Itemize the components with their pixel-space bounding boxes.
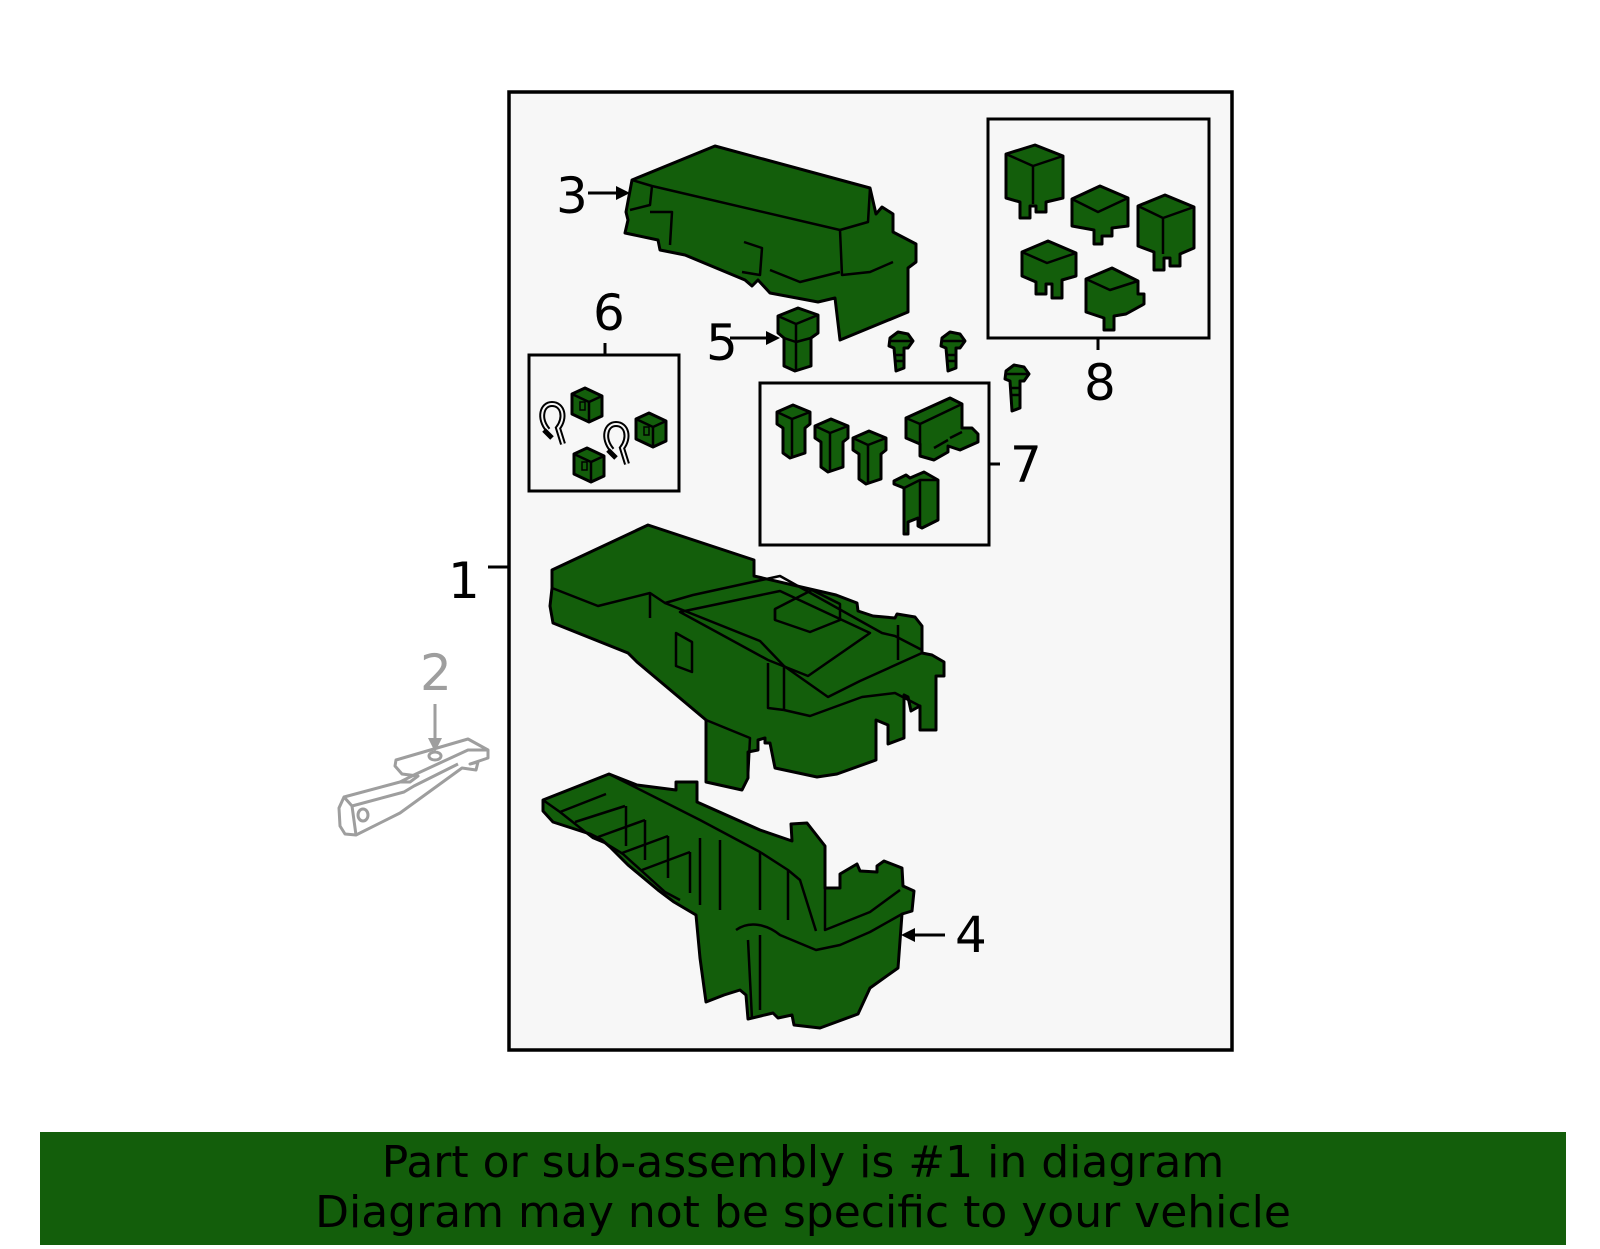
part-7-fuses-kit[interactable] <box>758 381 1000 547</box>
callout-1: 1 <box>448 552 480 610</box>
part-1-fuse-block-housing[interactable] <box>548 523 946 792</box>
footer-note-part: Part or sub-assembly is #1 in diagram <box>381 1137 1225 1188</box>
part-3-upper-cover[interactable] <box>623 144 918 342</box>
callout-3: 3 <box>556 167 588 225</box>
callout-8: 8 <box>1084 354 1116 412</box>
callout-2: 2 <box>420 644 452 702</box>
part-8-relays-kit[interactable] <box>986 117 1211 350</box>
callout-4: 4 <box>955 906 987 964</box>
callout-5: 5 <box>706 314 738 372</box>
footer-note-disclaimer: Diagram may not be specific to your vehi… <box>315 1187 1291 1238</box>
bolts <box>887 330 1031 413</box>
part-4-lower-cover[interactable] <box>541 772 945 1030</box>
footer-banner: Part or sub-assembly is #1 in diagram Di… <box>40 1132 1566 1245</box>
callout-7: 7 <box>1010 436 1042 494</box>
callout-leaders <box>488 186 630 569</box>
part-6-terminals-kit[interactable] <box>527 343 681 493</box>
part-5-fuse[interactable] <box>730 306 820 373</box>
part-2-mounting-bracket[interactable] <box>337 704 490 837</box>
callout-6: 6 <box>593 284 625 342</box>
